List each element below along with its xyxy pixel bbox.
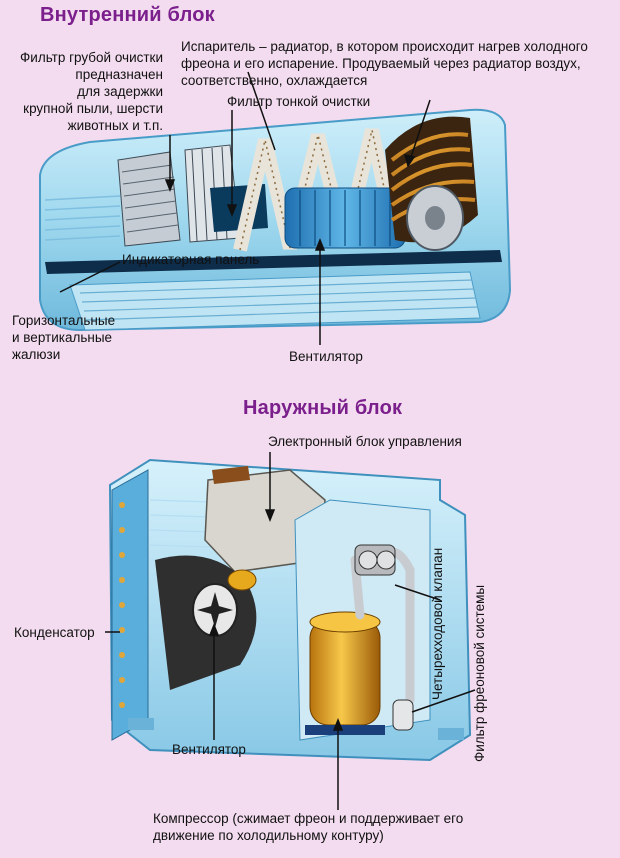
indoor-fan bbox=[284, 187, 406, 249]
control-unit-label: Электронный блок управления bbox=[268, 434, 462, 449]
freon-filter-label: Фильтр фреоновой системы bbox=[472, 584, 487, 762]
condenser-label: Конденсатор bbox=[14, 625, 95, 640]
evaporator-line: Испаритель – радиатор, в котором происхо… bbox=[181, 39, 588, 54]
coarse-filter bbox=[117, 151, 181, 247]
indoor-leader-lines bbox=[59, 71, 431, 345]
compressor-line: Компрессор (сжимает фреон и поддерживает… bbox=[153, 811, 464, 826]
indoor-unit bbox=[39, 108, 512, 332]
louvers-label: Горизонтальные и вертикальные жалюзи bbox=[12, 312, 115, 363]
coarse-filter-label: Фильтр грубой очистки предназначен для з… bbox=[0, 49, 163, 134]
indoor-fan-label: Вентилятор bbox=[289, 349, 363, 364]
four-way-valve-label: Четырехходовой клапан bbox=[430, 547, 445, 700]
louvers-line: жалюзи bbox=[12, 347, 61, 362]
coarse-filter-line: животных и т.п. bbox=[67, 118, 163, 133]
freon-filter bbox=[392, 699, 414, 731]
four-way-valve bbox=[354, 544, 396, 576]
outdoor-unit-title: Наружный блок bbox=[243, 397, 403, 419]
fine-filter-label: Фильтр тонкой очистки bbox=[227, 94, 371, 109]
evaporator bbox=[233, 128, 402, 252]
compressor-label: Компрессор (сжимает фреон и поддерживает… bbox=[153, 810, 463, 844]
coarse-filter-line: для задержки bbox=[77, 84, 163, 99]
evaporator-line: соответственно, охлаждается bbox=[181, 73, 368, 88]
outdoor-unit bbox=[108, 458, 472, 762]
outdoor-fan bbox=[155, 555, 257, 690]
louvers bbox=[69, 271, 481, 331]
louvers-line: и вертикальные bbox=[12, 330, 113, 345]
indicator-panel-label: Индикаторная панель bbox=[122, 252, 260, 267]
evaporator-label: Испаритель – радиатор, в котором происхо… bbox=[181, 38, 616, 89]
outdoor-leader-lines bbox=[105, 452, 476, 810]
indoor-unit-title: Внутренний блок bbox=[40, 4, 215, 26]
compressor-line: движение по холодильному контуру) bbox=[153, 828, 384, 843]
louvers-line: Горизонтальные bbox=[12, 313, 116, 328]
indoor-motor bbox=[406, 185, 464, 251]
evaporator-line: фреона и его испарение. Продуваемый чере… bbox=[181, 56, 581, 71]
coarse-filter-line: Фильтр грубой очистки bbox=[20, 50, 163, 65]
coarse-filter-line: предназначен bbox=[75, 67, 163, 82]
coarse-filter-line: крупной пыли, шерсти bbox=[23, 101, 163, 116]
outdoor-fan-label: Вентилятор bbox=[172, 742, 246, 757]
compressor bbox=[305, 611, 385, 735]
